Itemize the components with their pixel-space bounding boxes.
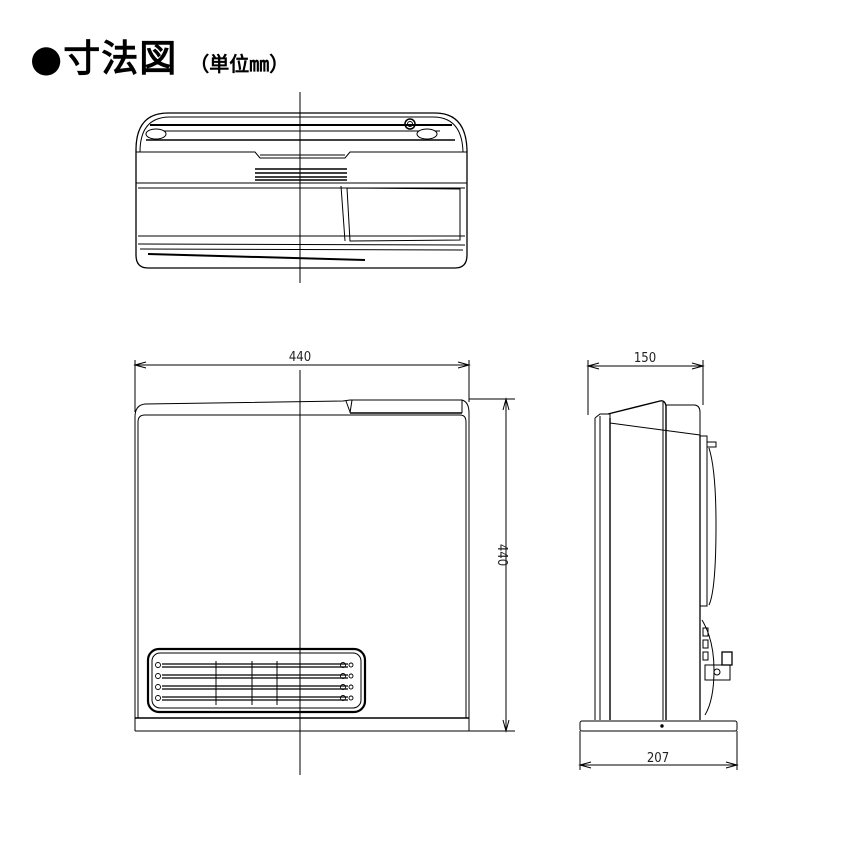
page-title: ● 寸法図 （単位㎜） (30, 28, 289, 82)
title-text: 寸法図 (63, 37, 178, 80)
unit-label: （単位㎜） (189, 52, 290, 76)
side-depth-base-label: 207 (647, 751, 669, 766)
front-height-label: 440 (494, 544, 509, 566)
side-view (578, 360, 739, 770)
front-view (133, 360, 515, 775)
front-width-label: 440 (289, 350, 311, 365)
title-bullet: ● (30, 37, 64, 80)
side-depth-top-label: 150 (634, 351, 656, 366)
top-view (135, 92, 468, 283)
